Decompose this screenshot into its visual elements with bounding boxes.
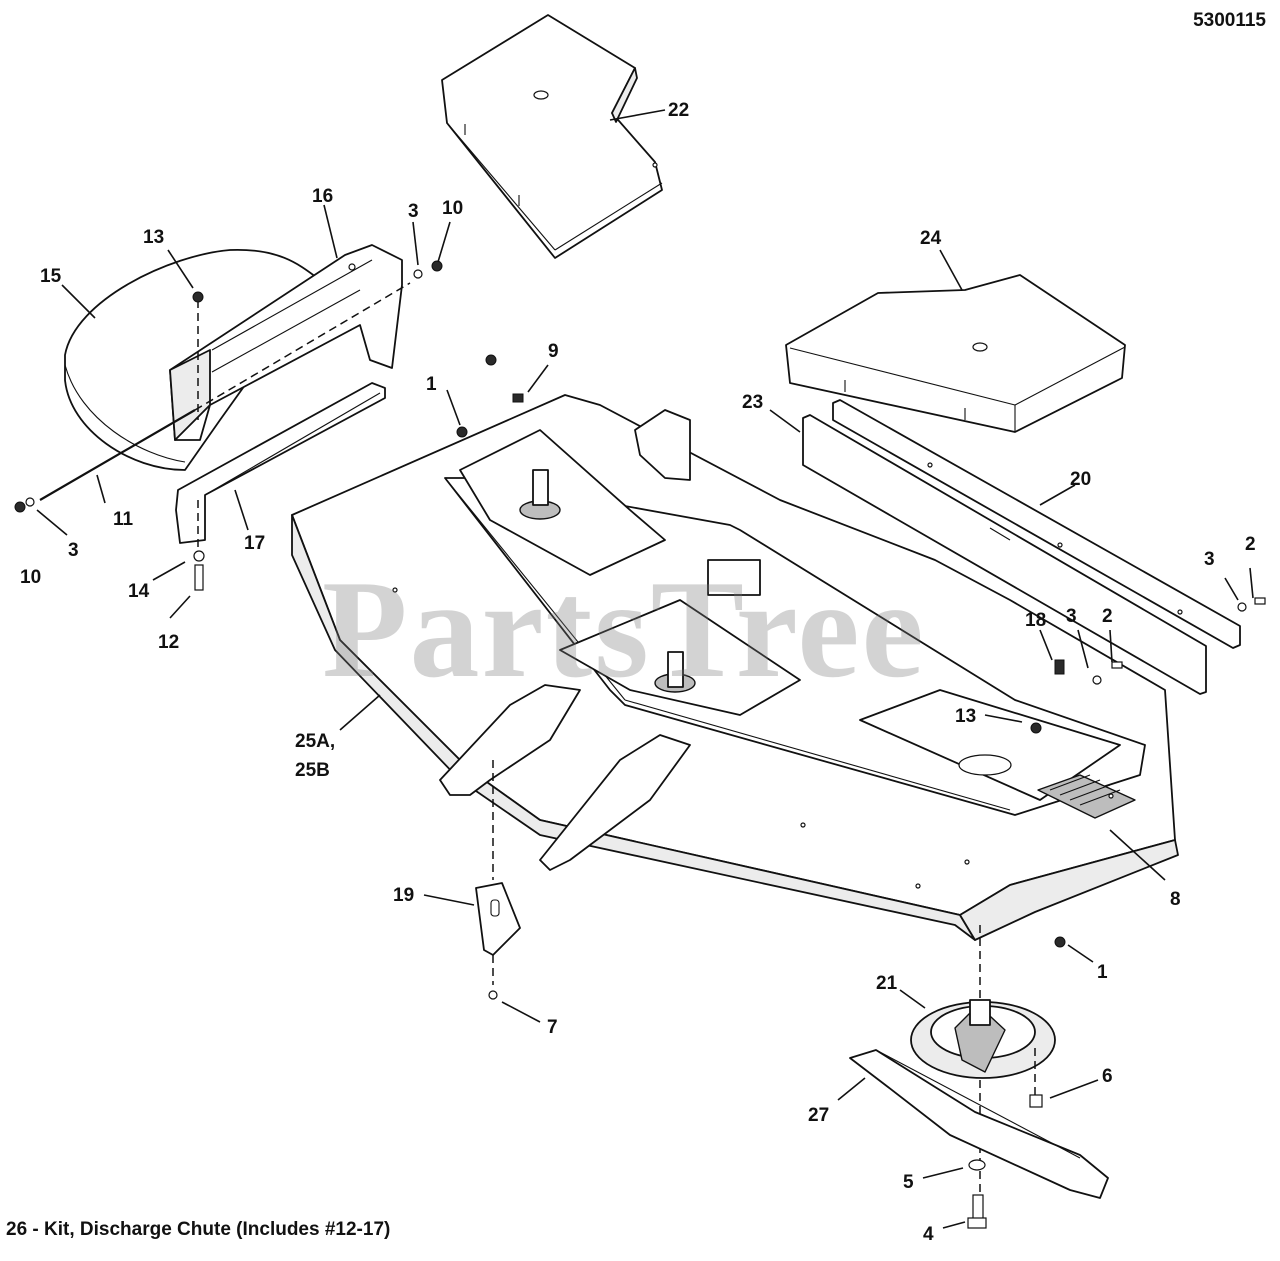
part-24-spindle-cover — [785, 274, 1126, 433]
part-27-blade — [849, 1049, 1109, 1199]
callout-3[interactable]: 3 — [1204, 549, 1215, 570]
part-25-deck-shell — [291, 394, 1179, 941]
callout-2[interactable]: 2 — [1245, 534, 1256, 555]
callout-10[interactable]: 10 — [20, 567, 41, 588]
callout-13[interactable]: 13 — [955, 706, 976, 727]
callout-15[interactable]: 15 — [40, 266, 62, 287]
part-19-baffle-plate — [475, 760, 521, 985]
callout-6[interactable]: 6 — [1102, 1066, 1113, 1087]
callout-7[interactable]: 7 — [547, 1017, 558, 1038]
callout-14[interactable]: 14 — [128, 581, 150, 602]
callout-21[interactable]: 21 — [876, 973, 898, 994]
callout-11[interactable]: 11 — [113, 509, 134, 530]
callout-10[interactable]: 10 — [442, 198, 463, 219]
callout-16[interactable]: 16 — [312, 186, 333, 207]
leader-lines — [36, 109, 1254, 1229]
part-21-spindle-housing — [910, 925, 1056, 1215]
callout-9[interactable]: 9 — [548, 341, 559, 362]
kit-footnote: 26 - Kit, Discharge Chute (Includes #12-… — [6, 1219, 391, 1240]
part-17-deflector — [175, 382, 386, 544]
callout-1[interactable]: 1 — [426, 374, 437, 395]
callout-8[interactable]: 8 — [1170, 889, 1181, 910]
part-20-baffle-strip — [832, 399, 1241, 649]
diagram-id: 5300115 — [1193, 10, 1266, 31]
callout-17[interactable]: 17 — [244, 533, 265, 554]
callout-2[interactable]: 2 — [1102, 606, 1113, 627]
callout-18[interactable]: 18 — [1025, 610, 1046, 631]
part-23-baffle-strip — [802, 414, 1207, 695]
callout-19[interactable]: 19 — [393, 885, 414, 906]
callout-20[interactable]: 20 — [1070, 469, 1091, 490]
callout-13[interactable]: 13 — [143, 227, 164, 248]
callout-3[interactable]: 3 — [68, 540, 79, 561]
callout-labels: 22 16 3 10 13 15 24 9 1 23 11 17 3 10 20… — [20, 100, 1256, 1245]
callout-25b[interactable]: 25B — [295, 760, 330, 781]
callout-5[interactable]: 5 — [903, 1172, 914, 1193]
part-22-belt-cover — [441, 14, 663, 259]
part-11-rod — [39, 282, 411, 560]
callout-4[interactable]: 4 — [923, 1224, 934, 1245]
callout-3[interactable]: 3 — [1066, 606, 1077, 627]
hardware-fasteners — [14, 260, 1266, 1229]
callout-25a[interactable]: 25A, — [295, 731, 335, 752]
callout-23[interactable]: 23 — [742, 392, 763, 413]
callout-3[interactable]: 3 — [408, 201, 419, 222]
callout-24[interactable]: 24 — [920, 228, 942, 249]
callout-22[interactable]: 22 — [668, 100, 689, 121]
callout-27[interactable]: 27 — [808, 1105, 829, 1126]
callout-1[interactable]: 1 — [1097, 962, 1108, 983]
callout-12[interactable]: 12 — [158, 632, 179, 653]
